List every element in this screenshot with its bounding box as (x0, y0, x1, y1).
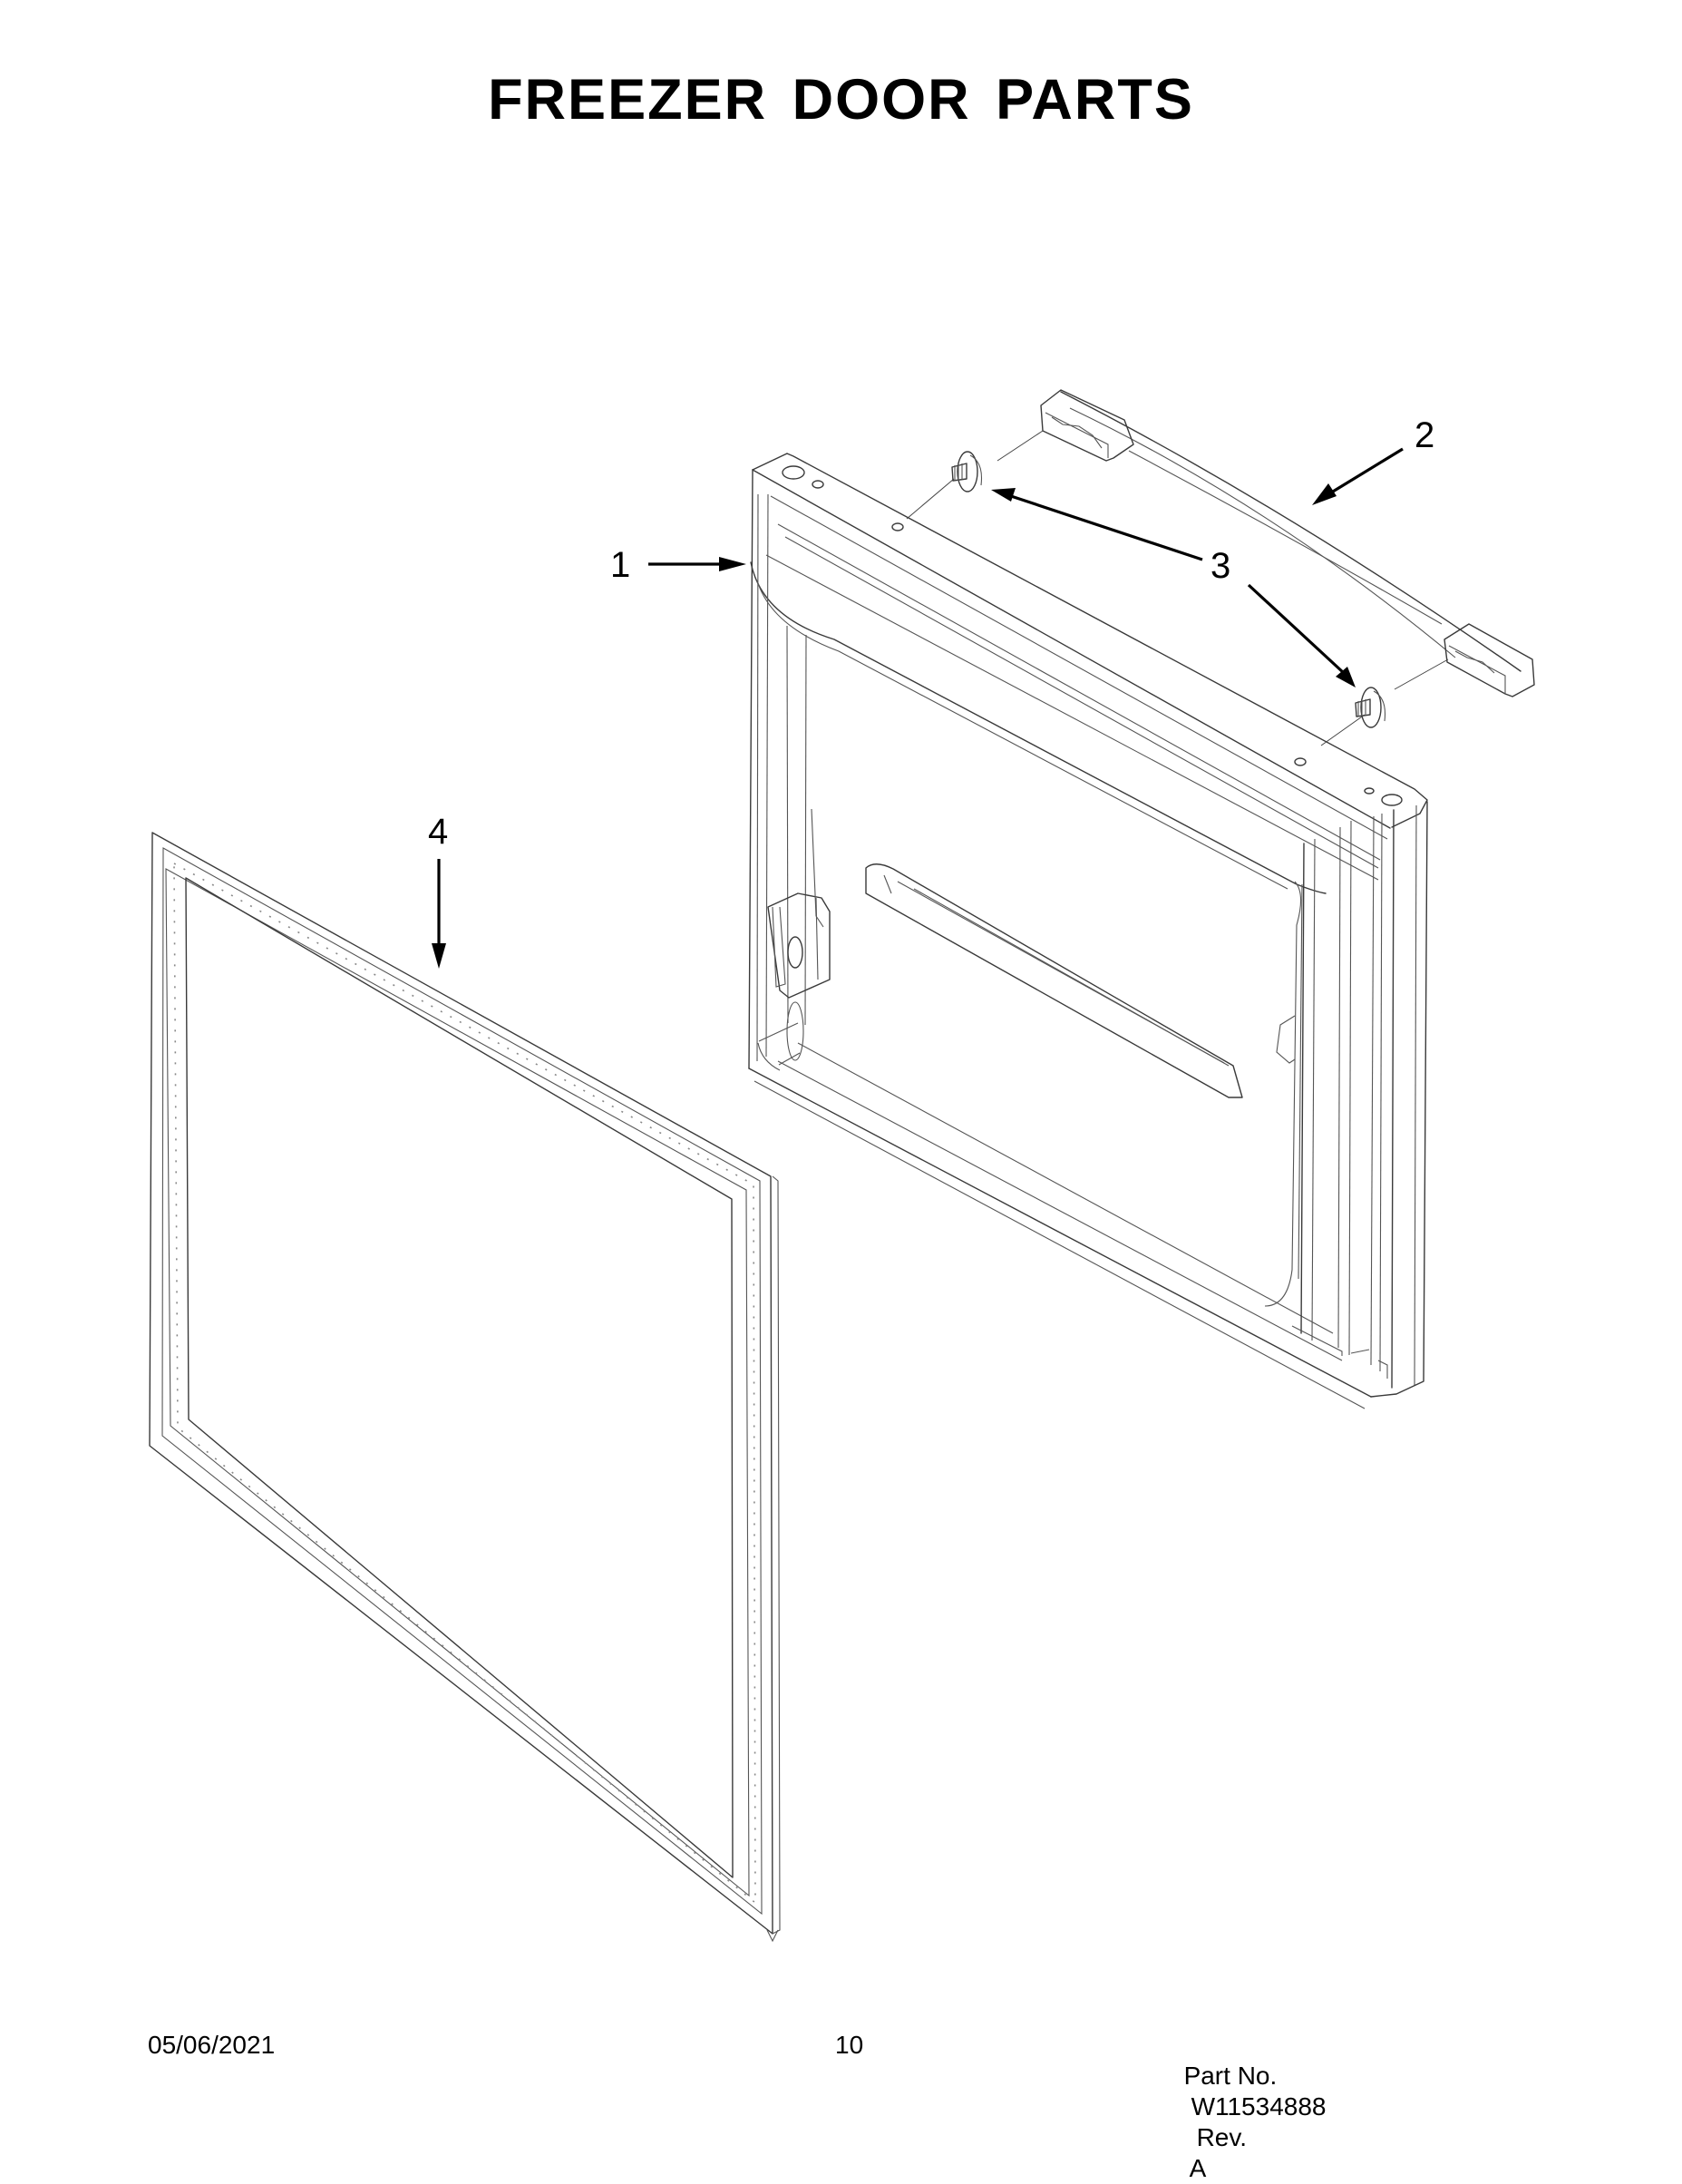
footer-page-number: 10 (835, 2031, 864, 2059)
screw-upper-part-3 (951, 451, 983, 492)
footer-part-number: Part No. W11534888 Rev. A (1170, 2030, 1327, 2184)
part-no-label: Part No. (1183, 2062, 1278, 2090)
rev-label: Rev. (1196, 2123, 1248, 2151)
callout-arrow-4 (432, 859, 446, 969)
callout-label-3: 3 (1210, 546, 1231, 586)
callout-arrow-3-upper (991, 488, 1203, 561)
rev-value: A (1189, 2154, 1207, 2182)
callout-label-1: 1 (610, 545, 631, 585)
part-no-value: W11534888 (1191, 2092, 1327, 2121)
gasket-part-4 (149, 832, 781, 1943)
callout-arrow-3-lower (1247, 583, 1356, 687)
freezer-door-part-1 (748, 453, 1428, 1409)
screw-lower-part-3 (1355, 687, 1386, 728)
page-title: FREEZER DOOR PARTS (488, 68, 1194, 132)
callout-arrow-1 (648, 557, 746, 571)
handle-part-2 (906, 389, 1535, 746)
callout-label-2: 2 (1415, 415, 1435, 455)
callout-label-4: 4 (428, 812, 449, 852)
callout-arrow-2 (1312, 447, 1404, 505)
footer-date: 05/06/2021 (148, 2031, 276, 2059)
